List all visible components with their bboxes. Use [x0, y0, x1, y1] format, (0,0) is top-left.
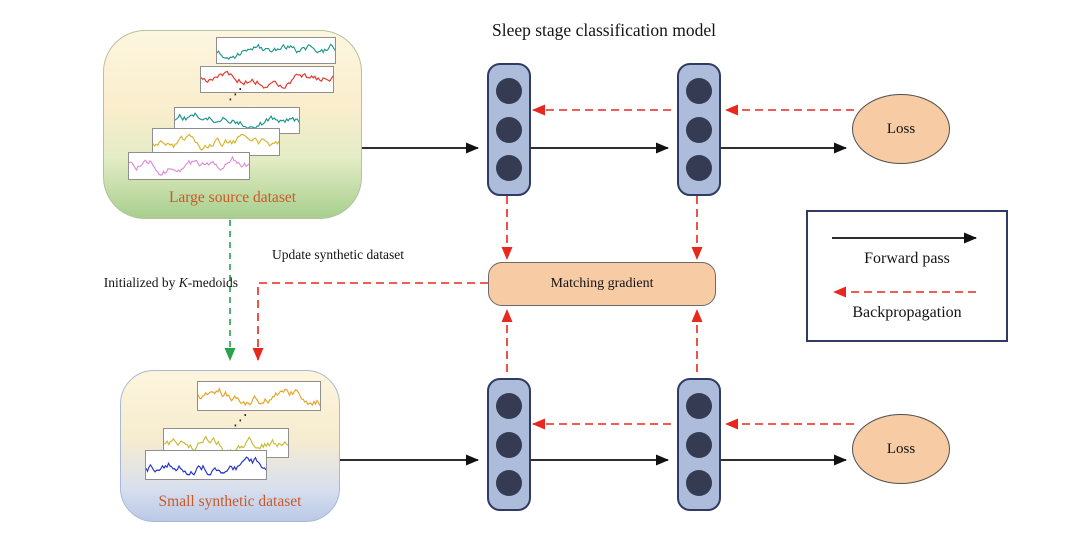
- signal-strip: [197, 381, 321, 411]
- neuron-node: [496, 77, 522, 104]
- neuron-node: [686, 116, 712, 143]
- neuron-node: [496, 392, 522, 419]
- neuron-node: [496, 431, 522, 458]
- init-annotation-suffix: -medoids: [187, 275, 238, 290]
- model-layer-top-left: [487, 63, 531, 196]
- neuron-node: [686, 392, 712, 419]
- loss-node-bottom: Loss: [852, 414, 950, 484]
- model-layer-bottom-left: [487, 378, 531, 511]
- waveform: [153, 133, 279, 151]
- waveform: [201, 70, 333, 89]
- waveform: [146, 456, 266, 476]
- source-dataset-label: Large source dataset: [168, 189, 297, 206]
- legend-box: [806, 210, 1008, 342]
- update-synthetic-arrow: [252, 282, 488, 361]
- waveform: [198, 387, 320, 407]
- model-layer-bottom-right: [677, 378, 721, 511]
- small-synthetic-dataset-box: ⋰ Small synthetic dataset: [120, 370, 340, 522]
- diagram-title: Sleep stage classification model: [491, 20, 717, 40]
- signal-strip: [145, 450, 267, 480]
- loss-label: Loss: [886, 440, 916, 457]
- ellipsis-dots: ⋰: [233, 411, 248, 429]
- large-source-dataset-box: ⋰ Large source dataset: [103, 30, 362, 219]
- init-annotation-k: K: [178, 275, 188, 290]
- signal-strip: [216, 37, 336, 64]
- synthetic-dataset-label: Small synthetic dataset: [158, 493, 302, 510]
- waveform: [175, 112, 299, 130]
- init-annotation-text: Initialized by: [103, 275, 179, 290]
- ellipsis-dots: ⋰: [228, 85, 243, 103]
- waveform: [217, 43, 335, 60]
- matching-gradient-box: Matching gradient: [488, 262, 716, 306]
- matching-gradient-label: Matching gradient: [550, 276, 654, 291]
- init-annotation: Initialized by K-medoids: [56, 275, 238, 291]
- neuron-node: [686, 470, 712, 497]
- neuron-node: [496, 116, 522, 143]
- neuron-node: [496, 155, 522, 182]
- signal-strip: [200, 66, 334, 93]
- loss-node-top: Loss: [852, 94, 950, 164]
- update-annotation: Update synthetic dataset: [272, 247, 404, 262]
- neuron-node: [686, 77, 712, 104]
- signal-strip: [128, 152, 250, 180]
- neuron-node: [686, 431, 712, 458]
- legend-forward-label: Forward pass: [864, 250, 950, 267]
- waveform: [129, 155, 249, 176]
- model-layer-top-right: [677, 63, 721, 196]
- legend-backward-label: Backpropagation: [852, 304, 962, 321]
- neuron-node: [496, 470, 522, 497]
- neuron-node: [686, 155, 712, 182]
- signal-strip: [152, 128, 280, 156]
- loss-label: Loss: [886, 120, 916, 137]
